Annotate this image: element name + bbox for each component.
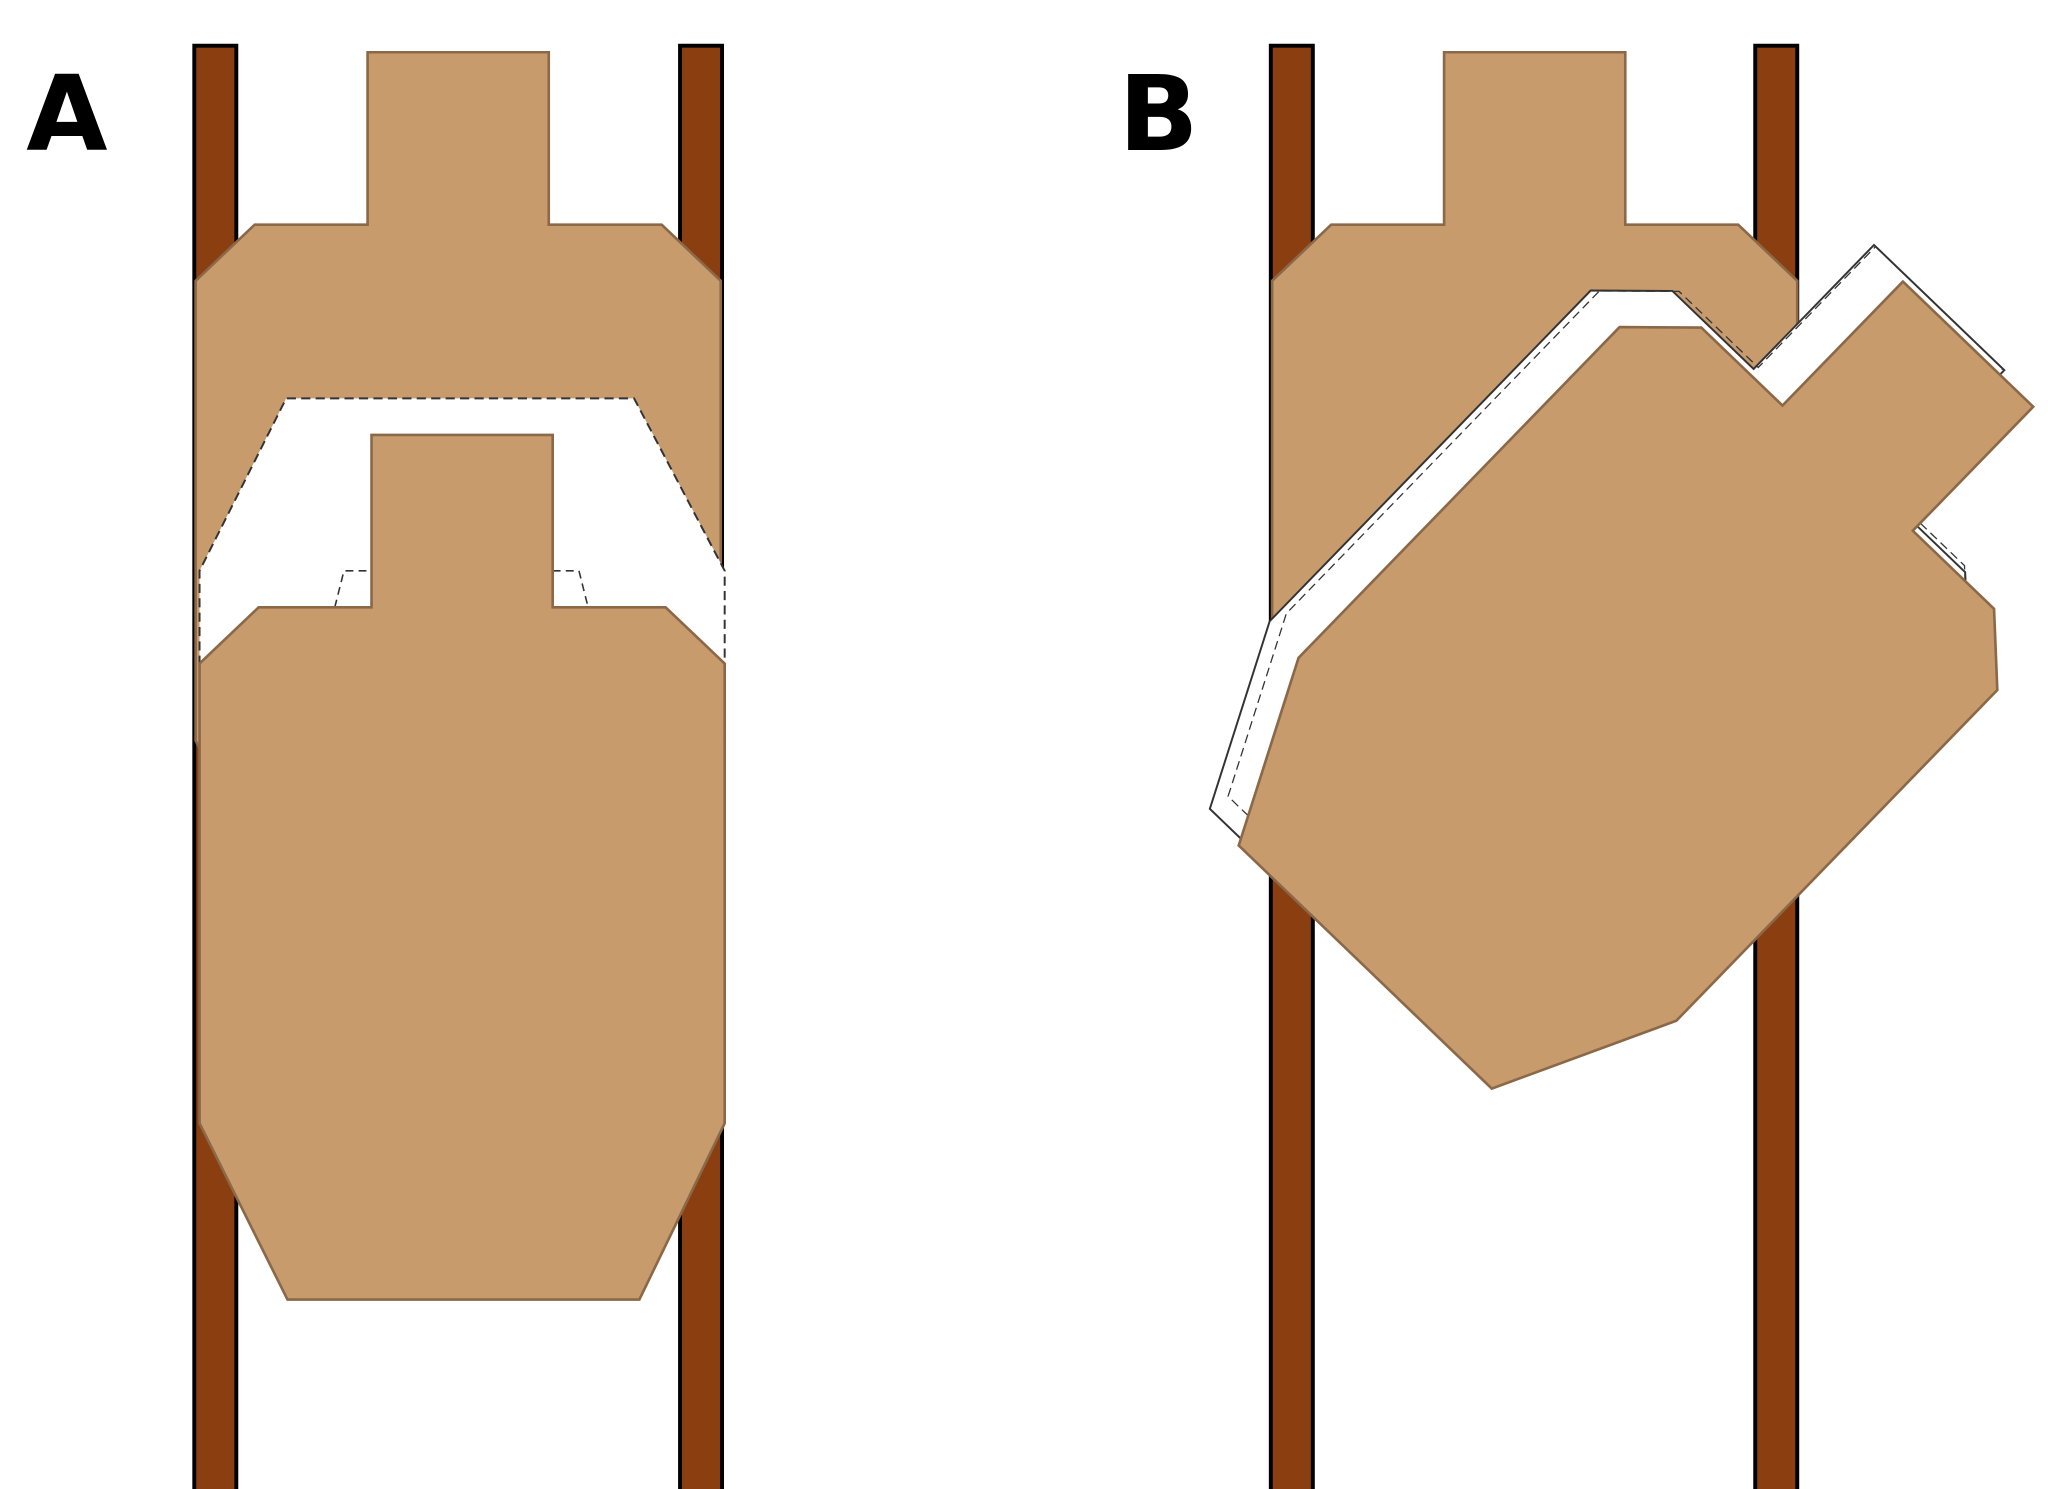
panel-a-label: A — [26, 53, 107, 175]
panel-b: B A D C A C D A D C A C D — [1119, 43, 2048, 1489]
panel-b-label: B — [1119, 53, 1199, 175]
panel-a: A A D C A C D A D C A C D — [26, 43, 726, 1489]
